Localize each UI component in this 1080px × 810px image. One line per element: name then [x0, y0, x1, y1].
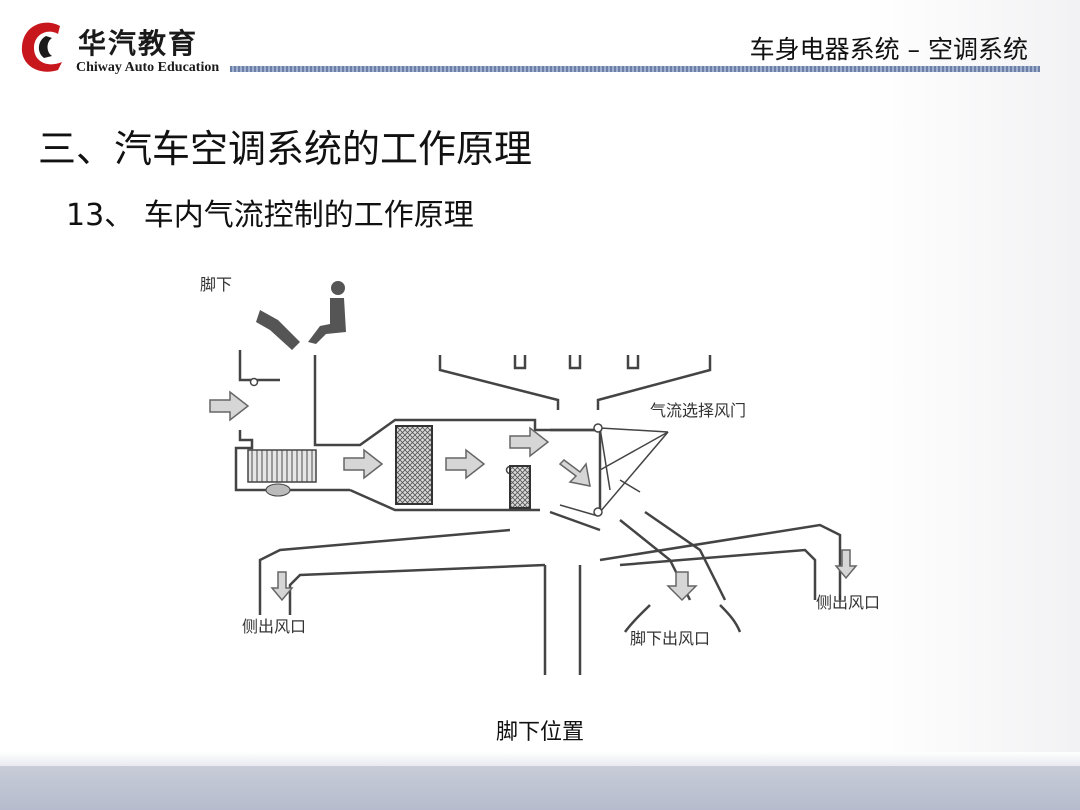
label-foot-outlet: 脚下出风口 [630, 629, 710, 648]
diagram-caption: 脚下位置 [495, 720, 584, 745]
brand-logo: 华汽教育 Chiway Auto Education [16, 18, 236, 78]
section-title: 车身电器系统 – 空调系统 [749, 35, 1028, 64]
label-foot-top: 脚下 [200, 275, 232, 294]
logo-chinese-text: 华汽教育 [78, 27, 199, 60]
label-side-outlet-right: 侧出风口 [816, 593, 880, 612]
logo-english-text: Chiway Auto Education [76, 60, 220, 75]
footer-band-light [0, 752, 1080, 766]
slide-subtitle: 13、 车内气流控制的工作原理 [66, 198, 474, 233]
label-air-selection-damper: 气流选择风门 [650, 401, 746, 420]
airflow-diagram: 脚下 气流选择风门 侧出风口 侧出风口 脚下出风口 [200, 275, 880, 675]
footer-band [0, 766, 1080, 810]
logo-mark-icon [21, 22, 62, 72]
label-side-outlet-left: 侧出风口 [242, 617, 306, 636]
slide-title: 三、汽车空调系统的工作原理 [38, 127, 533, 171]
header-rule [230, 66, 1040, 72]
